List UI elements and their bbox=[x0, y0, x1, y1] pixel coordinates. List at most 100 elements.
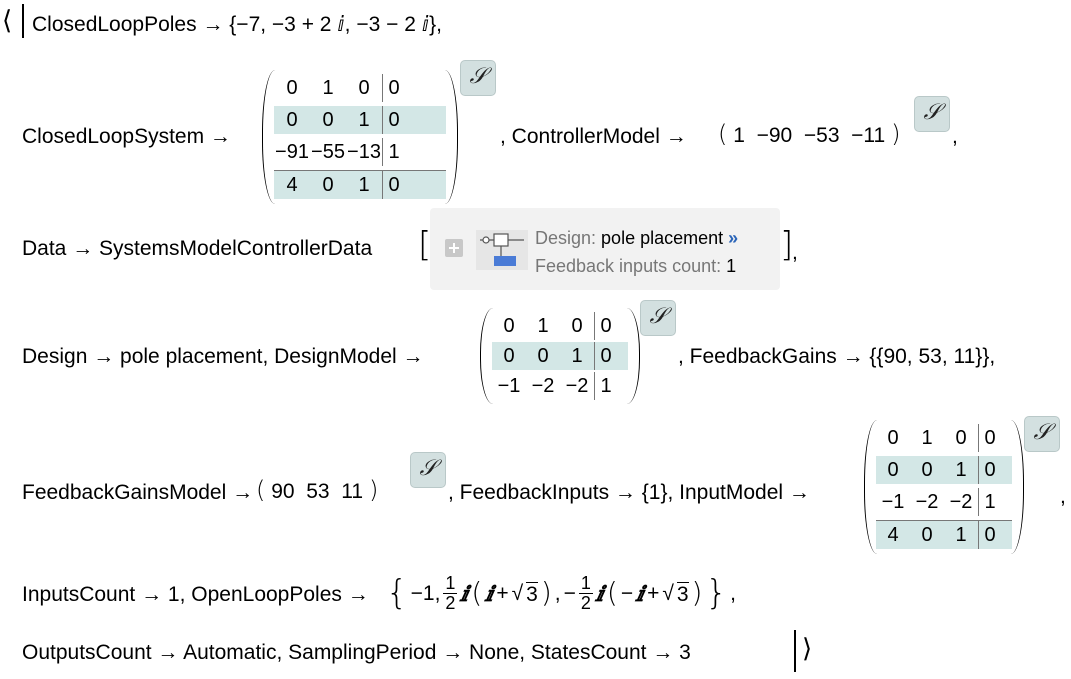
row-cell: 11 bbox=[341, 480, 364, 503]
s-badge-icon[interactable]: 𝒮 bbox=[410, 452, 446, 488]
matrix-cell: 1 bbox=[978, 488, 1001, 516]
right-paren bbox=[1011, 420, 1024, 554]
design-model-matrix[interactable]: 0 1 0 0 0 0 1 0 −1 −2 −2 1 bbox=[480, 308, 640, 404]
matrix-cell: 0 bbox=[503, 345, 515, 367]
closed-loop-system-label: ClosedLoopSystem → bbox=[22, 125, 231, 148]
comma: , bbox=[730, 581, 736, 605]
matrix-cell: 1 bbox=[955, 459, 967, 481]
imaginary-unit: ⅈ bbox=[485, 580, 494, 606]
matrix-cell: −2 bbox=[565, 375, 589, 397]
matrix-cell: −2 bbox=[915, 491, 939, 513]
open-paren: ( bbox=[606, 576, 618, 609]
closed-loop-system-matrix[interactable]: 0 1 0 0 0 0 1 0 −91 −55 −13 1 4 0 1 0 bbox=[262, 70, 458, 204]
left-paren bbox=[864, 420, 877, 554]
close-angle-bracket: ⟩ bbox=[802, 634, 813, 664]
summary-key: Feedback inputs count: bbox=[535, 256, 722, 276]
matrix-row: −1 −2 −2 1 bbox=[492, 372, 628, 400]
matrix-cell: 0 bbox=[978, 456, 1001, 484]
close-bracket: ] bbox=[780, 225, 794, 265]
controller-data-summary-box[interactable]: Design: pole placement » Feedback inputs… bbox=[430, 208, 780, 290]
right-paren bbox=[445, 70, 458, 204]
row-cell: −90 bbox=[756, 124, 793, 147]
open-paren: ( bbox=[471, 576, 483, 609]
summary-value: pole placement bbox=[601, 228, 724, 248]
closed-loop-poles-text: ClosedLoopPoles → {−7, −3 + 2 ⅈ, −3 − 2 … bbox=[32, 13, 442, 36]
matrix-cell: 1 bbox=[358, 174, 370, 196]
imaginary-unit: ⅈ bbox=[460, 580, 469, 606]
pole-first: −1, bbox=[410, 581, 441, 605]
input-model-matrix[interactable]: 0 1 0 0 0 0 1 0 −1 −2 −2 1 4 0 1 0 bbox=[864, 420, 1024, 554]
matrix-cell: 0 bbox=[594, 342, 617, 370]
matrix-cell: 0 bbox=[921, 459, 933, 481]
close-paren: ) bbox=[691, 576, 703, 609]
open-brace: { bbox=[386, 573, 408, 613]
matrix-cell: 1 bbox=[382, 138, 405, 166]
matrix-cell: 0 bbox=[978, 424, 1001, 452]
s-badge-icon[interactable]: 𝒮 bbox=[460, 60, 496, 96]
matrix-cell: 0 bbox=[382, 106, 405, 134]
matrix-cell: 1 bbox=[537, 315, 549, 337]
matrix-cell: 1 bbox=[322, 77, 334, 99]
matrix-cell: 1 bbox=[571, 345, 583, 367]
s-badge-icon[interactable]: 𝒮 bbox=[640, 300, 676, 336]
minus-sign: − bbox=[563, 581, 576, 605]
data-label: Data → SystemsModelControllerData bbox=[22, 237, 373, 260]
s-badge-icon[interactable]: 𝒮 bbox=[914, 96, 950, 132]
matrix-cell: 0 bbox=[537, 345, 549, 367]
matrix-row: 0 0 1 0 bbox=[876, 456, 1012, 484]
trailing-comma: , bbox=[1060, 485, 1066, 508]
controller-model-row[interactable]: ( 1 −90 −53 −11 ) bbox=[718, 122, 900, 146]
matrix-cell: 0 bbox=[887, 459, 899, 481]
s-badge-icon[interactable]: 𝒮 bbox=[1024, 416, 1060, 452]
close-paren: ) bbox=[540, 576, 552, 609]
feedback-inputs-text: , FeedbackInputs → {1}, InputModel → bbox=[448, 481, 810, 504]
left-paren bbox=[262, 70, 275, 204]
matrix-cell: 0 bbox=[286, 109, 298, 131]
fraction: 1 2 bbox=[578, 572, 593, 613]
feedback-gains-model-row[interactable]: ( 90 53 11 ) bbox=[256, 478, 378, 502]
matrix-row: −91 −55 −13 1 bbox=[274, 138, 446, 166]
open-angle-bracket: ⟨ bbox=[2, 6, 13, 36]
matrix-cell: 4 bbox=[286, 174, 298, 196]
matrix-cell: 0 bbox=[921, 524, 933, 546]
matrix-row: 0 0 1 0 bbox=[274, 106, 446, 134]
more-link[interactable]: » bbox=[728, 228, 739, 248]
matrix-cell: 0 bbox=[382, 171, 405, 199]
plus-sign: + bbox=[647, 581, 660, 605]
imaginary-unit: ⅈ bbox=[636, 580, 645, 606]
matrix-cell: 0 bbox=[358, 77, 370, 99]
feedback-gains-text: , FeedbackGains → {{90, 53, 11}}, bbox=[678, 345, 996, 368]
matrix-cell: 0 bbox=[887, 427, 899, 449]
minus-sign: − bbox=[620, 581, 634, 605]
cursor-bar bbox=[794, 630, 796, 672]
plus-square-icon[interactable] bbox=[445, 239, 463, 257]
row-cell: 1 bbox=[733, 124, 745, 147]
design-text: Design → pole placement, DesignModel → bbox=[22, 345, 424, 368]
open-bracket: [ bbox=[418, 225, 432, 265]
matrix-cell: 0 bbox=[594, 312, 617, 340]
matrix-cell: 0 bbox=[978, 521, 1001, 549]
matrix-cell: 0 bbox=[322, 174, 334, 196]
last-line-text: OutputsCount → Automatic, SamplingPeriod… bbox=[22, 641, 691, 664]
plus-sign: + bbox=[496, 581, 509, 605]
matrix-row: −1 −2 −2 1 bbox=[876, 488, 1012, 516]
right-paren: ) bbox=[891, 120, 901, 148]
matrix-cell: −2 bbox=[531, 375, 555, 397]
right-paren: ) bbox=[368, 476, 379, 504]
matrix-row: 4 0 1 0 bbox=[876, 520, 1012, 549]
fraction-denominator: 2 bbox=[580, 592, 591, 613]
matrix-row: 0 1 0 0 bbox=[492, 312, 628, 340]
fraction-numerator: 1 bbox=[578, 572, 593, 594]
matrix-cell: 0 bbox=[286, 77, 298, 99]
sqrt-argument: 3 bbox=[676, 581, 689, 606]
matrix-cell: 1 bbox=[594, 372, 617, 400]
summary-value: 1 bbox=[726, 256, 737, 276]
comma: , bbox=[554, 581, 561, 605]
matrix-cell: −91 bbox=[275, 141, 309, 163]
matrix-cell: −55 bbox=[311, 141, 345, 163]
trailing-comma: , bbox=[792, 241, 798, 264]
summary-key: Design: bbox=[535, 228, 597, 248]
matrix-cell: 4 bbox=[887, 524, 899, 546]
matrix-cell: −2 bbox=[949, 491, 973, 513]
matrix-row: 0 0 1 0 bbox=[492, 342, 628, 370]
